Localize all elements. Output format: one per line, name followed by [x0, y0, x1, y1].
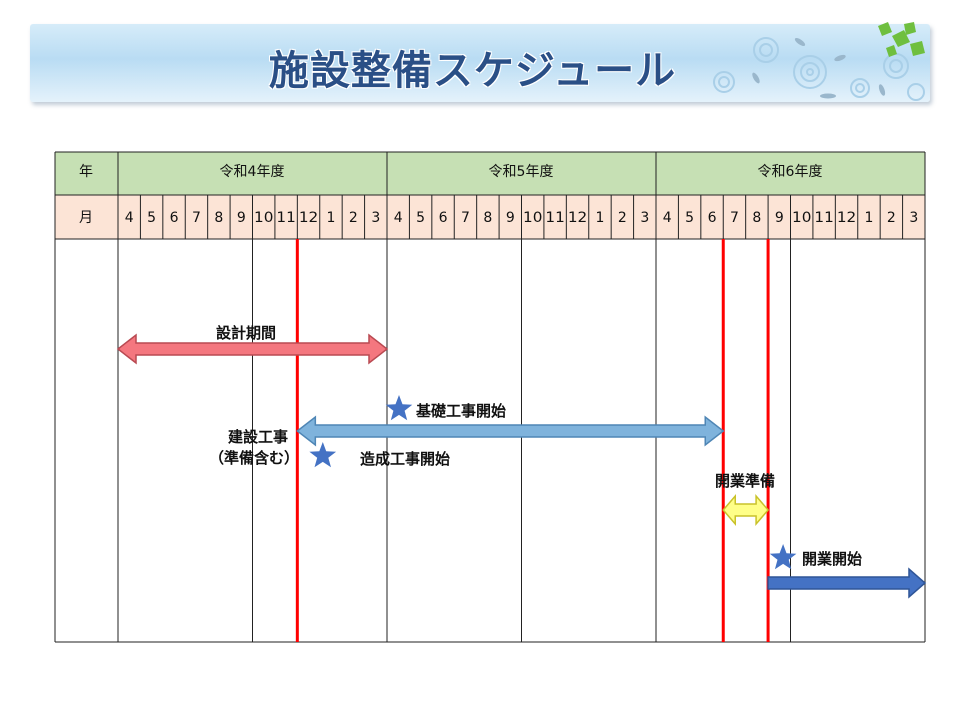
month-label: 7 — [730, 210, 739, 226]
month-label: 12 — [837, 210, 856, 226]
opening-prep-label: 開業準備 — [715, 472, 775, 490]
month-label: 11 — [545, 210, 564, 226]
month-label: 8 — [752, 210, 761, 226]
month-label: 3 — [371, 210, 380, 226]
opening-prep-arrow — [722, 493, 770, 527]
design-period-label: 設計期間 — [216, 324, 276, 342]
schedule-header-text: 年 月 令和4年度 令和5年度 令和6年度 — [79, 164, 822, 226]
month-label: 5 — [685, 210, 694, 226]
month-label: 5 — [416, 210, 425, 226]
milestone-lines — [295, 239, 770, 642]
year-row-fill — [55, 152, 925, 195]
milestone-stars — [309, 395, 797, 570]
month-label: 9 — [506, 210, 515, 226]
month-label: 1 — [864, 210, 873, 226]
month-label: 10 — [254, 210, 273, 226]
title-banner — [30, 24, 930, 102]
month-label: 7 — [192, 210, 201, 226]
schedule-bars — [116, 333, 927, 599]
milestone-star-icon — [309, 442, 337, 468]
month-label: 8 — [483, 210, 492, 226]
page-title: 施設整備スケジュール — [268, 48, 677, 94]
construction-arrow — [296, 415, 725, 447]
month-label: 12 — [568, 210, 587, 226]
decoration-graphic — [713, 22, 925, 101]
milestone-star-icon — [769, 544, 797, 570]
milestone-star-icon — [385, 395, 413, 421]
month-label: 3 — [640, 210, 649, 226]
opening-start-label: 開業開始 — [802, 550, 862, 568]
year-label-r4: 令和4年度 — [220, 164, 285, 180]
month-label: 2 — [349, 210, 358, 226]
month-label: 2 — [887, 210, 896, 226]
month-row-fill — [55, 195, 925, 239]
month-label: 6 — [170, 210, 179, 226]
month-label: 4 — [663, 210, 672, 226]
month-label: 11 — [814, 210, 833, 226]
month-label: 12 — [299, 210, 318, 226]
schedule-grid — [54, 151, 926, 643]
construction-label: 建設工事 — [228, 428, 288, 446]
month-label: 10 — [523, 210, 542, 226]
month-label: 5 — [147, 210, 156, 226]
month-label: 6 — [708, 210, 717, 226]
month-label: 4 — [125, 210, 134, 226]
grading-start-label: 造成工事開始 — [360, 450, 450, 468]
month-label: 10 — [792, 210, 811, 226]
foundation-start-label: 基礎工事開始 — [415, 402, 506, 420]
opening-arrow — [767, 567, 927, 599]
month-header: 月 — [79, 210, 93, 226]
construction-sublabel: （準備含む） — [209, 449, 299, 467]
month-label: 9 — [237, 210, 246, 226]
month-label: 11 — [276, 210, 295, 226]
design-period-arrow — [116, 333, 389, 365]
month-label: 8 — [214, 210, 223, 226]
year-header: 年 — [79, 164, 93, 180]
month-label: 2 — [618, 210, 627, 226]
month-label: 9 — [775, 210, 784, 226]
month-label: 1 — [595, 210, 604, 226]
month-label: 4 — [394, 210, 403, 226]
month-label: 3 — [909, 210, 918, 226]
year-label-r5: 令和5年度 — [489, 164, 554, 180]
year-label-r6: 令和6年度 — [758, 164, 823, 180]
month-label: 6 — [439, 210, 448, 226]
schedule-labels: 設計期間 建設工事 （準備含む） 開業準備 基礎工事開始 造成工事開始 開業開始 — [209, 324, 862, 568]
month-label: 7 — [461, 210, 470, 226]
month-label: 1 — [326, 210, 335, 226]
